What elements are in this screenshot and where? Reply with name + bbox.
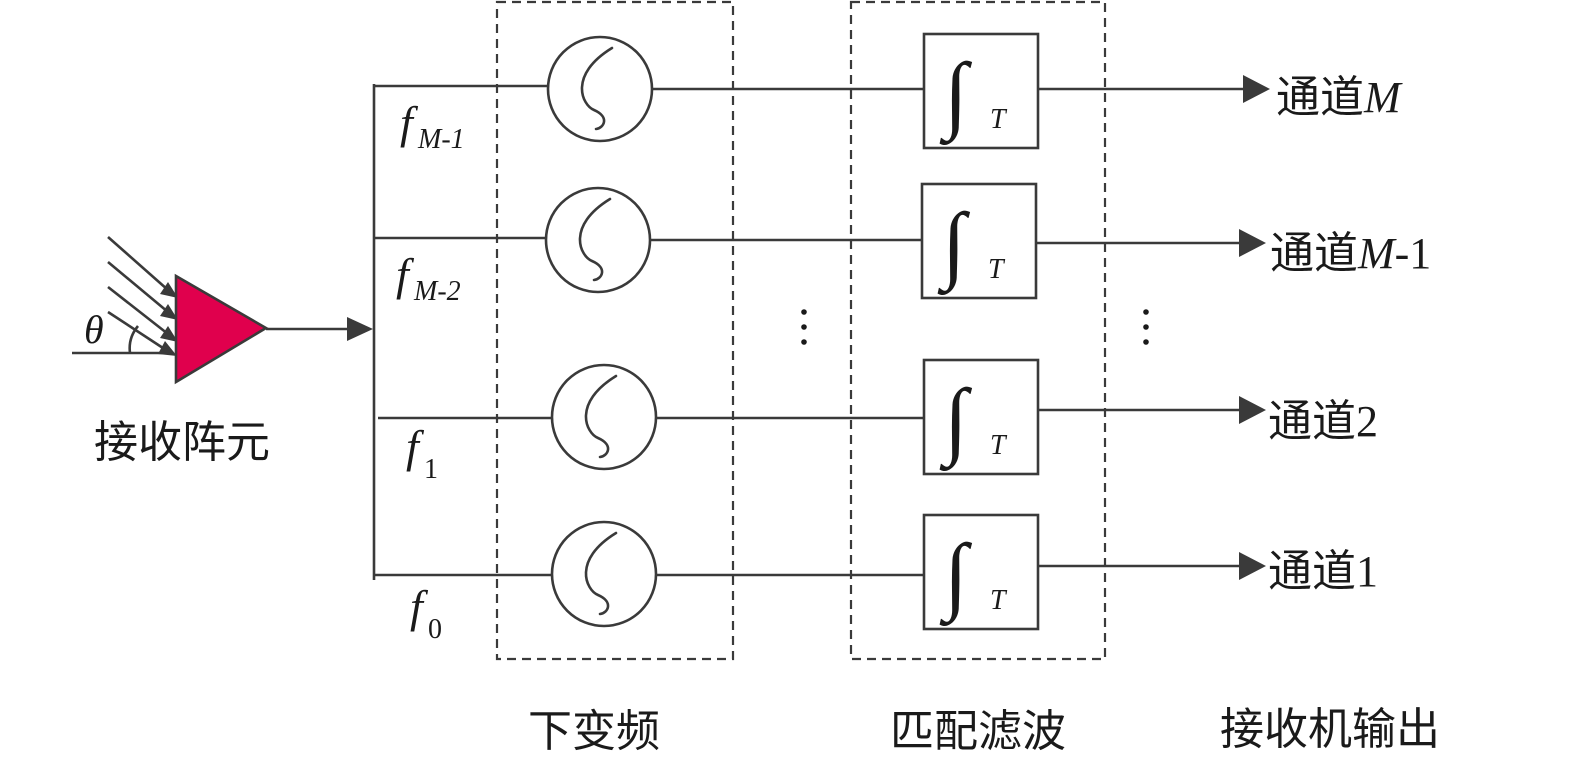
downconvert-group <box>495 0 735 661</box>
freq-label-sub: 0 <box>428 614 442 645</box>
angle-theta: θ <box>84 307 104 352</box>
freq-label-sub: M-2 <box>413 276 461 307</box>
downconvert-label: 下变频 <box>528 706 660 757</box>
incoming-wave-arrows <box>107 236 178 356</box>
receive-element-icon <box>174 273 269 385</box>
freq-label-sub: M-1 <box>417 124 465 155</box>
integral-symbol: ∫ <box>939 526 973 627</box>
angle-arc <box>128 325 140 354</box>
channel-row-2: ∫ T f M-2 通道M-1 <box>374 182 1431 307</box>
oscillator-icon <box>544 186 652 294</box>
channel-output-label: 通道M-1 <box>1270 228 1431 279</box>
oscillator-icon <box>550 363 658 471</box>
channel-output-label: 通道M <box>1276 72 1403 123</box>
integral-subscript: T <box>990 430 1008 461</box>
integral-symbol: ∫ <box>937 195 971 296</box>
integral-subscript: T <box>990 585 1008 616</box>
incoming-arrow-4 <box>107 310 167 352</box>
channel-row-1: ∫ T f M-1 通道M <box>374 32 1403 155</box>
freq-label-base: f <box>410 581 429 632</box>
oscillator-icon <box>550 520 658 628</box>
receiver-output-label: 接收机输出 <box>1220 704 1440 755</box>
angle-indicator: θ <box>72 307 172 355</box>
integral-symbol: ∫ <box>939 45 973 146</box>
freq-label-base: f <box>396 249 415 300</box>
integrator-block <box>920 182 1038 300</box>
ellipsis-outputs <box>1143 309 1149 345</box>
integral-subscript: T <box>988 254 1006 285</box>
incoming-arrow-1 <box>107 236 169 291</box>
freq-label-sub: 1 <box>424 454 438 485</box>
oscillator-icon <box>546 35 654 143</box>
integral-symbol: ∫ <box>939 371 973 472</box>
integrator-block <box>922 358 1040 476</box>
receive-element-label: 接收阵元 <box>94 417 270 468</box>
incoming-arrow-2 <box>107 261 169 313</box>
integrator-block <box>922 513 1040 631</box>
channel-output-label: 通道1 <box>1268 546 1378 597</box>
channel-row-4: ∫ T f 0 通道1 <box>374 513 1378 645</box>
incoming-arrow-3 <box>107 285 169 336</box>
freq-label-base: f <box>406 421 425 472</box>
freq-label-base: f <box>400 97 419 148</box>
channel-output-label: 通道2 <box>1268 396 1378 447</box>
integral-subscript: T <box>990 104 1008 135</box>
matched-filter-group <box>849 0 1107 661</box>
ellipsis-filters <box>801 309 807 345</box>
channel-row-3: ∫ T f 1 通道2 <box>378 358 1378 485</box>
integrator-block <box>922 32 1040 150</box>
matched-filter-label: 匹配滤波 <box>890 706 1066 757</box>
